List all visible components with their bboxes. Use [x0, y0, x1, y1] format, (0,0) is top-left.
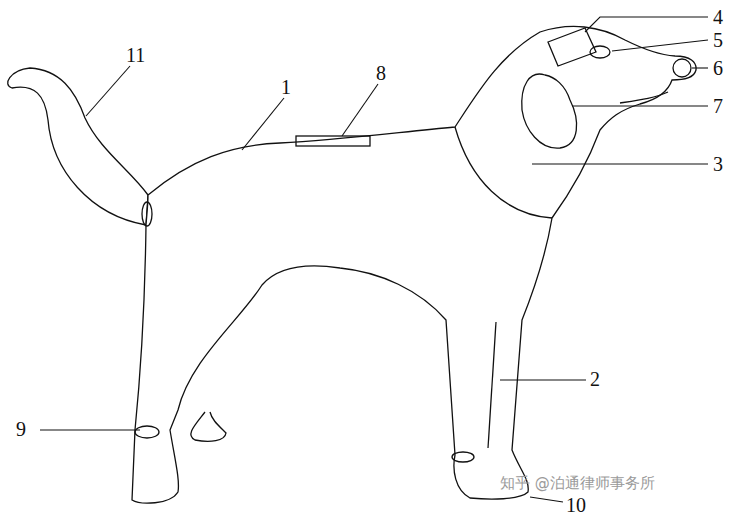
dog-body [132, 26, 696, 503]
tail-ring [142, 202, 152, 226]
callout-number: 9 [16, 418, 26, 440]
callout-number: 4 [713, 6, 723, 28]
dog-mouth [620, 92, 668, 103]
callout-number: 10 [566, 494, 586, 516]
callout-number: 1 [281, 76, 291, 98]
callout-number: 6 [713, 57, 723, 79]
dog-tail [8, 68, 148, 225]
callout-number: 3 [713, 153, 723, 175]
watermark: 知乎 @泊通律师事务所 [500, 474, 655, 492]
dog-eye [590, 46, 610, 58]
far-hind-paw [191, 412, 226, 441]
callout-number: 7 [713, 95, 723, 117]
leader-lines [40, 17, 708, 502]
front-leg-ring [452, 452, 474, 462]
callout-number: 8 [376, 62, 386, 84]
callout-number: 5 [713, 29, 723, 51]
dog-ear [522, 74, 577, 148]
hind-leg-ring [135, 426, 159, 438]
back-patch [296, 136, 370, 146]
callout-number: 11 [126, 44, 145, 66]
callout-number: 2 [590, 368, 600, 390]
far-front-leg [488, 322, 496, 448]
dog-nose [673, 59, 691, 77]
head-patch [548, 28, 596, 66]
